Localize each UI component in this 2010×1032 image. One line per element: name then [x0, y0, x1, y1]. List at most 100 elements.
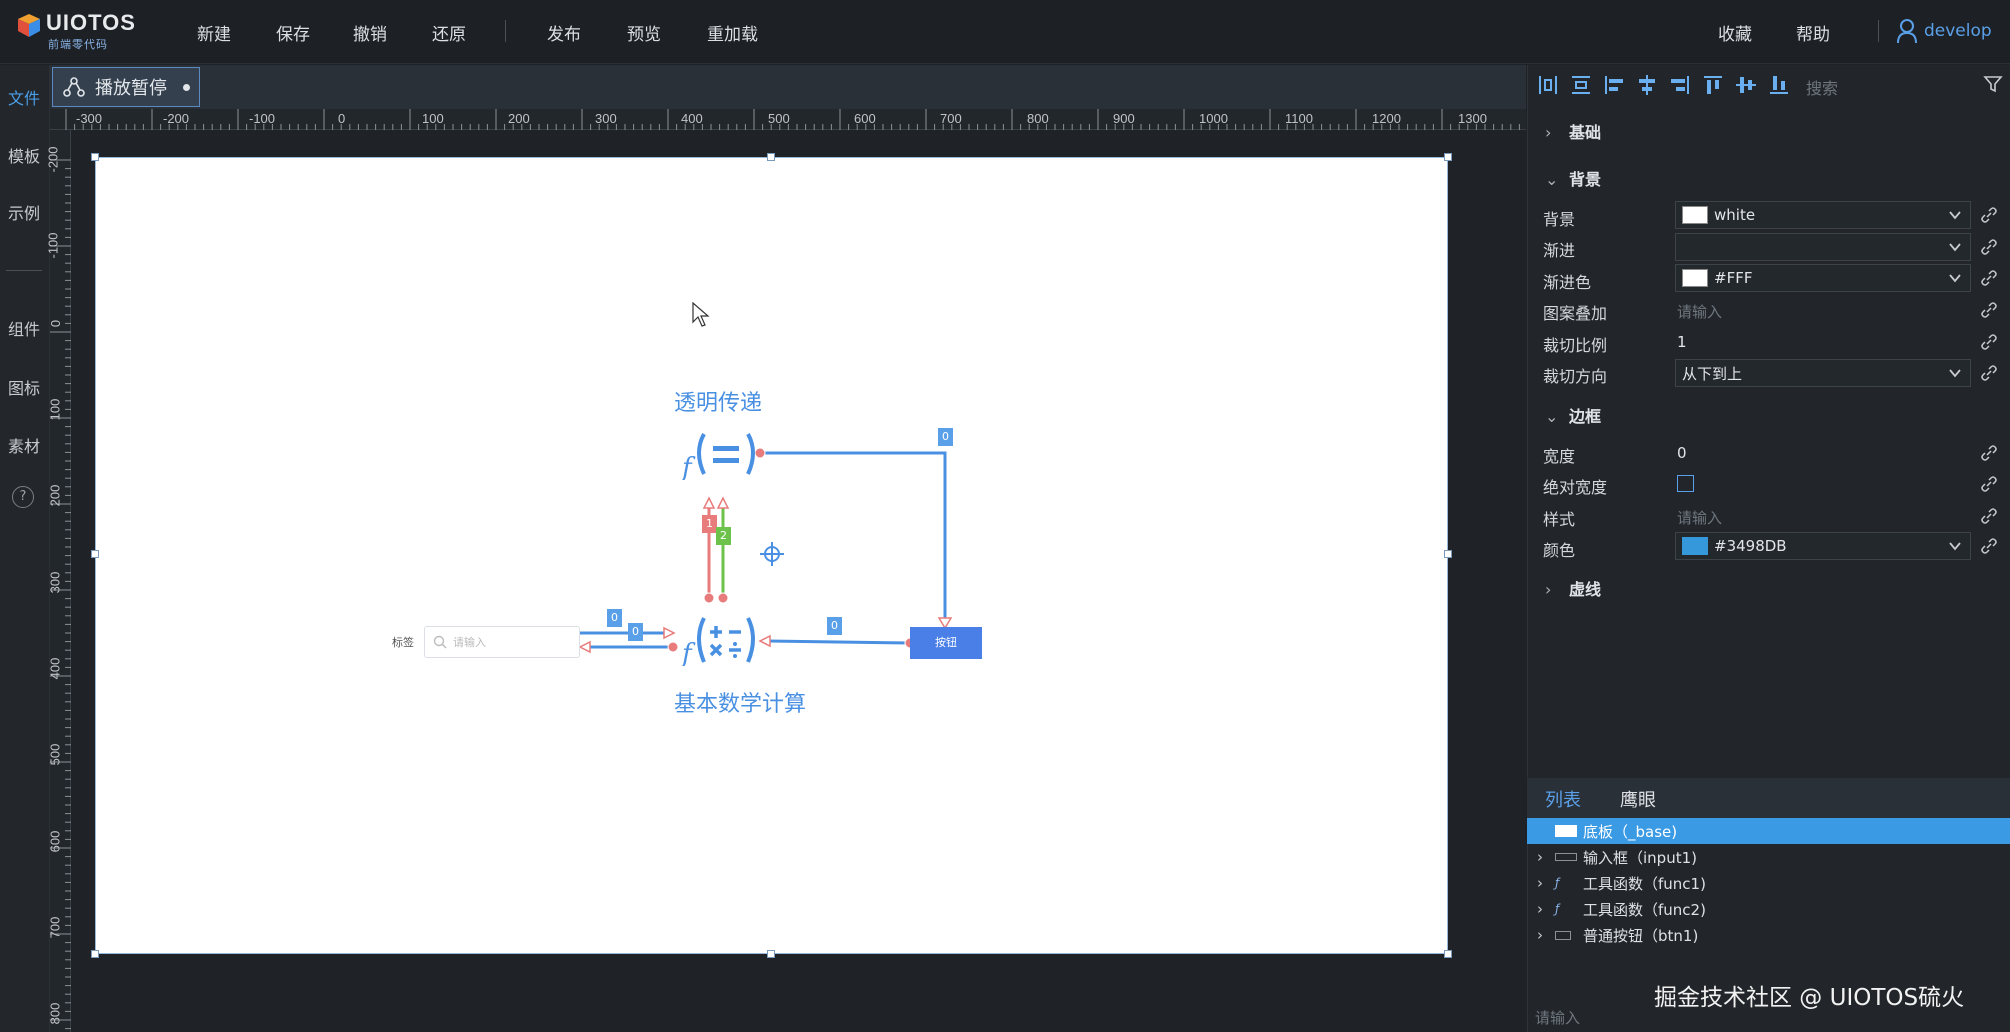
tab-eagle-eye[interactable]: 鹰眼: [1620, 790, 1656, 811]
panel-icon: [1555, 825, 1577, 837]
rail-item-component[interactable]: 组件: [8, 320, 41, 339]
link-badge[interactable]: 0: [628, 623, 643, 641]
link-icon[interactable]: [1980, 537, 1998, 555]
tab-play-pause[interactable]: 播放暂停: [52, 67, 200, 107]
border-color-select[interactable]: #3498DB: [1675, 532, 1971, 560]
section-dashed[interactable]: ›虚线: [1545, 576, 1601, 600]
user-name[interactable]: develop: [1924, 21, 1992, 41]
function-icon[interactable]: f: [680, 430, 756, 480]
link-icon[interactable]: [1980, 507, 1998, 525]
link-icon[interactable]: [1980, 364, 1998, 382]
calculator-function-icon[interactable]: f: [680, 614, 756, 666]
resize-handle[interactable]: [1444, 550, 1452, 558]
arrow-head: [578, 640, 591, 654]
border-width-value[interactable]: 0: [1677, 444, 1687, 462]
tree-row-func1[interactable]: › ƒ 工具函数（func1): [1527, 870, 2010, 896]
resize-handle[interactable]: [91, 950, 99, 958]
hruler-label: 100: [422, 111, 444, 126]
align-right-icon[interactable]: [1667, 72, 1693, 98]
tree-row-label: 底板（_base): [1583, 822, 1678, 841]
tree-tabs: [1527, 778, 2010, 818]
prop-gradcolor-label: 渐进色: [1543, 273, 1592, 292]
filter-icon[interactable]: [1983, 74, 2003, 94]
section-dashed-label: 虚线: [1569, 580, 1602, 599]
link-badge[interactable]: 0: [938, 428, 953, 446]
crop-direction-select[interactable]: 从下到上: [1675, 359, 1971, 387]
section-border[interactable]: ⌄边框: [1545, 403, 1601, 427]
gradient-select[interactable]: [1675, 233, 1971, 261]
menu-reload[interactable]: 重加载: [707, 25, 758, 45]
align-top-icon[interactable]: [1700, 72, 1726, 98]
hruler-label: 700: [940, 111, 962, 126]
menu-favorite[interactable]: 收藏: [1718, 25, 1752, 45]
menu-save[interactable]: 保存: [276, 25, 310, 45]
help-icon[interactable]: ?: [12, 486, 34, 508]
tree-row-base[interactable]: 底板（_base): [1527, 818, 2010, 844]
menu-new[interactable]: 新建: [197, 25, 231, 45]
resize-handle[interactable]: [767, 950, 775, 958]
resize-handle[interactable]: [91, 153, 99, 161]
panel-search-placeholder[interactable]: 搜索: [1806, 79, 1839, 98]
hruler-label: -100: [249, 111, 276, 126]
link-badge[interactable]: 0: [827, 617, 842, 635]
hruler-label: 300: [595, 111, 617, 126]
crop-value[interactable]: 1: [1677, 333, 1687, 351]
input-label: 标签: [392, 636, 414, 649]
align-middle-v-icon[interactable]: [1733, 72, 1759, 98]
resize-handle[interactable]: [91, 550, 99, 558]
link-icon[interactable]: [1980, 333, 1998, 351]
align-left-icon[interactable]: [1601, 72, 1627, 98]
link-badge[interactable]: 1: [702, 515, 717, 533]
tab-list[interactable]: 列表: [1545, 790, 1581, 811]
user-icon[interactable]: [1896, 18, 1918, 44]
bg-color-select[interactable]: white: [1675, 201, 1971, 229]
gradient-color-select[interactable]: #FFF: [1675, 264, 1971, 292]
menu-divider: [505, 20, 506, 42]
canvas-button[interactable]: 按钮: [910, 627, 982, 659]
rail-item-example[interactable]: 示例: [8, 204, 41, 223]
menu-redo[interactable]: 还原: [432, 25, 466, 45]
tree-row-func2[interactable]: › ƒ 工具函数（func2): [1527, 896, 2010, 922]
border-style-input[interactable]: 请输入: [1677, 509, 1723, 527]
bg-value: white: [1714, 206, 1756, 224]
hruler-label: 1300: [1458, 111, 1487, 126]
link-icon[interactable]: [1980, 206, 1998, 224]
link-icon[interactable]: [1980, 444, 1998, 462]
section-background[interactable]: ⌄背景: [1545, 166, 1601, 190]
align-bottom-icon[interactable]: [1766, 72, 1792, 98]
absolute-width-checkbox[interactable]: [1677, 475, 1694, 492]
vertical-ruler: -200 -100 0 100 200 300 400 500 600 700 …: [46, 130, 71, 1032]
pattern-input[interactable]: 请输入: [1677, 303, 1723, 321]
func1-title[interactable]: 透明传递: [674, 391, 763, 416]
func2-title[interactable]: 基本数学计算: [674, 692, 807, 717]
rail-item-template[interactable]: 模板: [8, 147, 41, 166]
link-icon[interactable]: [1980, 238, 1998, 256]
canvas-input[interactable]: 请输入: [424, 626, 580, 658]
hruler-label: 400: [681, 111, 703, 126]
resize-handle[interactable]: [1444, 153, 1452, 161]
link-icon[interactable]: [1980, 301, 1998, 319]
menu-help[interactable]: 帮助: [1796, 25, 1830, 45]
link-icon[interactable]: [1980, 475, 1998, 493]
resize-handle[interactable]: [1444, 950, 1452, 958]
rail-item-file[interactable]: 文件: [8, 89, 41, 108]
section-basic[interactable]: ›基础: [1545, 119, 1601, 143]
align-distribute-h-icon[interactable]: [1535, 72, 1561, 98]
tree-row-btn1[interactable]: › 普通按钮（btn1): [1527, 922, 2010, 948]
align-distribute-v-icon[interactable]: [1568, 72, 1594, 98]
tree-filter-input[interactable]: 请输入: [1535, 1009, 1581, 1027]
menu-preview[interactable]: 预览: [627, 25, 661, 45]
link-badge[interactable]: 2: [716, 527, 731, 545]
tree-row-input1[interactable]: › 输入框（input1): [1527, 844, 2010, 870]
menu-undo[interactable]: 撤销: [353, 25, 387, 45]
link-icon[interactable]: [1980, 269, 1998, 287]
color-swatch: [1682, 206, 1708, 224]
align-center-h-icon[interactable]: [1634, 72, 1660, 98]
resize-handle[interactable]: [767, 153, 775, 161]
canvas-input-placeholder: 请输入: [453, 636, 486, 649]
rail-item-icon[interactable]: 图标: [8, 379, 41, 398]
link-badge[interactable]: 0: [607, 609, 622, 627]
menu-publish[interactable]: 发布: [547, 25, 581, 45]
rail-item-material[interactable]: 素材: [8, 437, 41, 456]
hruler-label: 500: [768, 111, 790, 126]
